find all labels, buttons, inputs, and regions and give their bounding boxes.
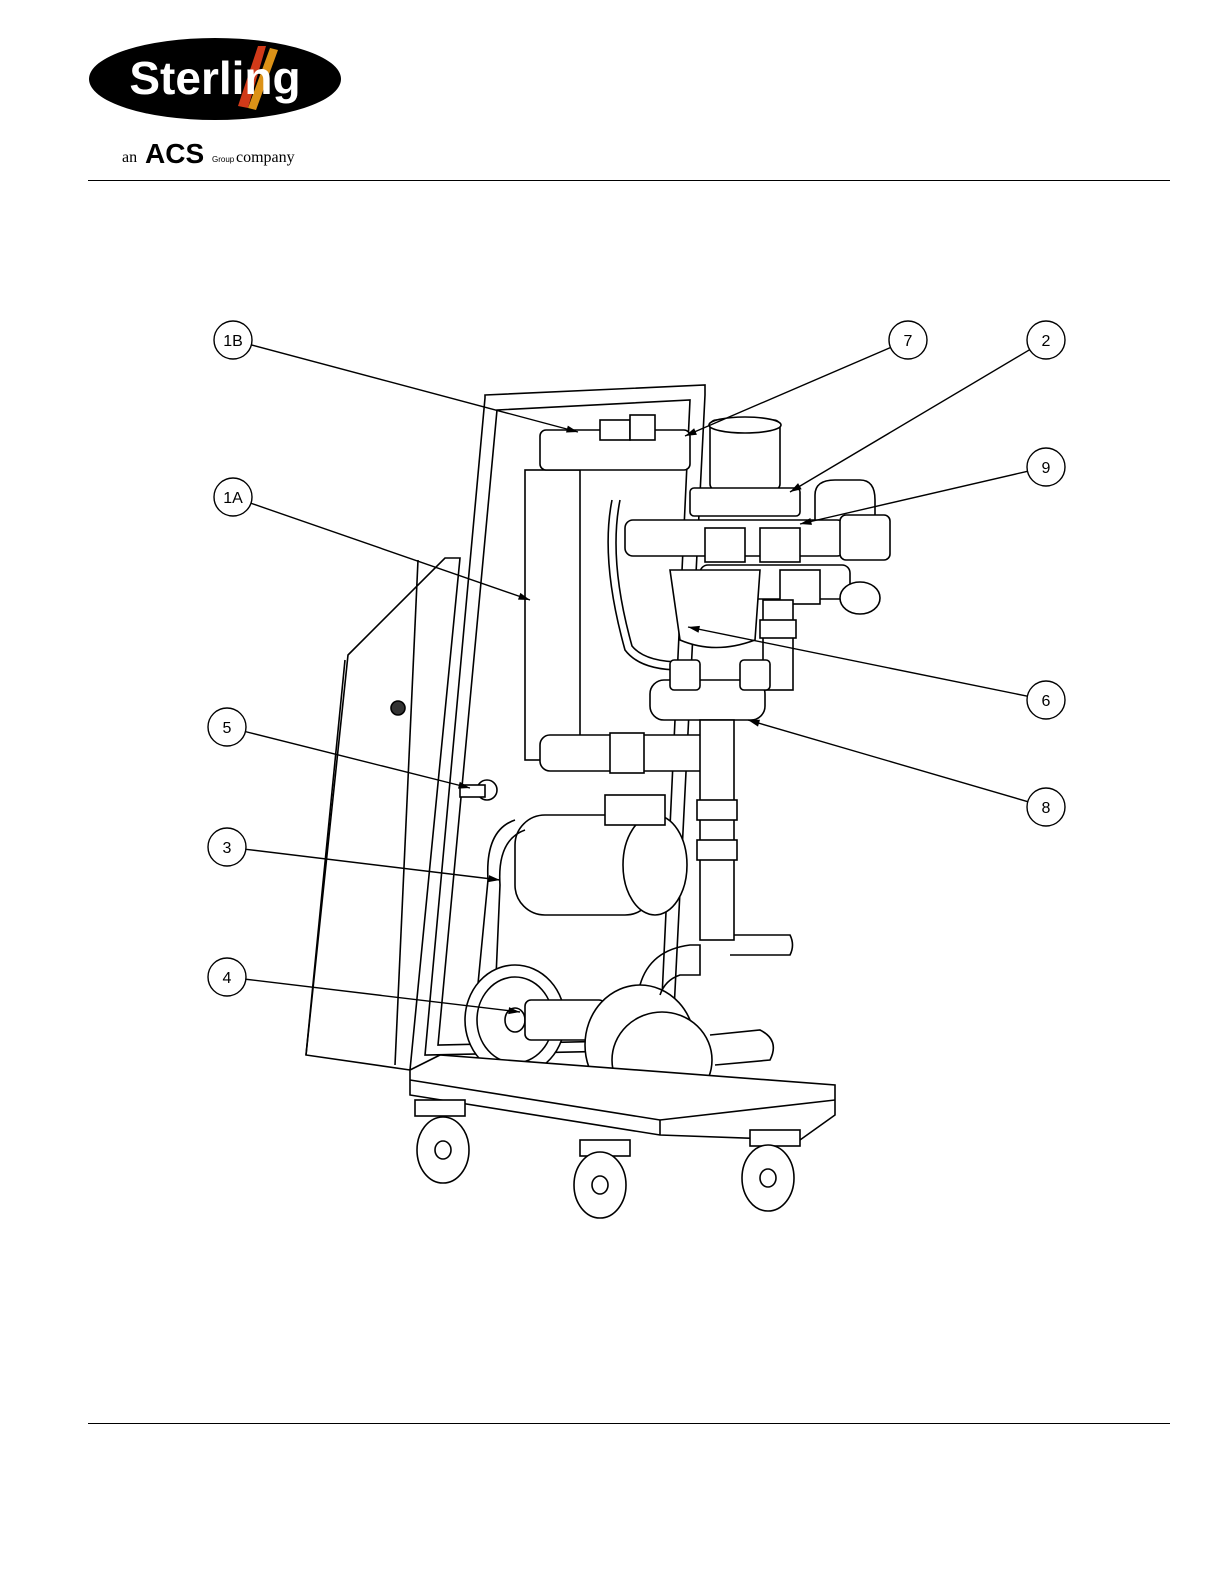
callout-label: 2 [1042, 333, 1051, 350]
callout-label: 7 [904, 333, 913, 350]
machine-drawing [306, 385, 890, 1218]
callout-label: 1B [223, 333, 243, 350]
callout-label: 5 [223, 720, 232, 737]
callout-label: 9 [1042, 460, 1051, 477]
callout-label: 3 [223, 840, 232, 857]
callout-label: 6 [1042, 693, 1051, 710]
callout-2: 2 [790, 321, 1065, 492]
callout-label: 4 [223, 970, 232, 987]
callout-leader-line [251, 345, 578, 432]
callout-label: 1A [223, 490, 243, 507]
callout-8: 8 [748, 720, 1065, 826]
callout-label: 8 [1042, 800, 1051, 817]
callout-leader-line [685, 348, 891, 436]
callout-leader-line [748, 720, 1028, 802]
callout-arrowhead [748, 720, 760, 727]
callout-leader-line [790, 350, 1030, 492]
